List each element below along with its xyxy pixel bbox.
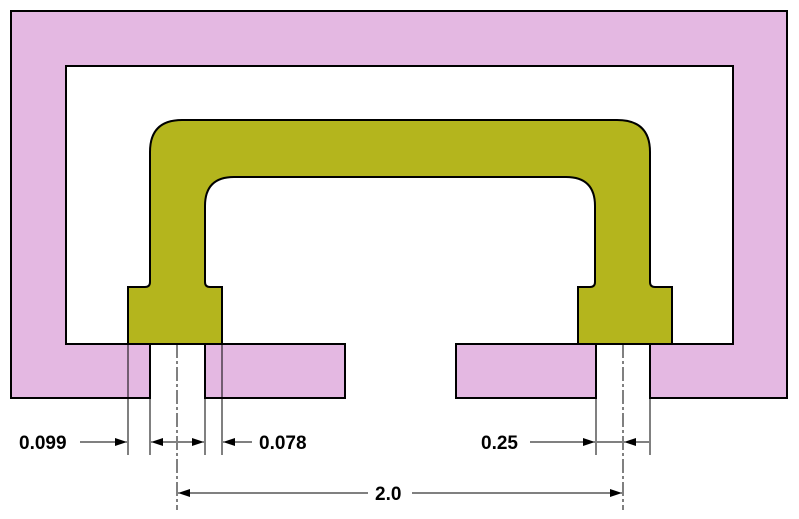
dimension-left-inner: 0.078 [178,433,307,454]
center-lines [176,344,624,510]
dimension-label-right: 0.25 [481,433,518,454]
dimension-label-center-span: 2.0 [375,484,401,505]
right-pole-piece [455,343,597,399]
dimension-right: 0.25 [481,433,649,454]
left-pole-piece [204,343,346,399]
dimension-label-left-outer: 0.099 [19,433,67,454]
dimension-left-outer: 0.099 [19,433,176,454]
extension-lines [127,344,651,455]
dimension-center-span: 2.0 [178,484,622,505]
armature [127,119,673,345]
dimension-label-left-inner: 0.078 [259,433,307,454]
